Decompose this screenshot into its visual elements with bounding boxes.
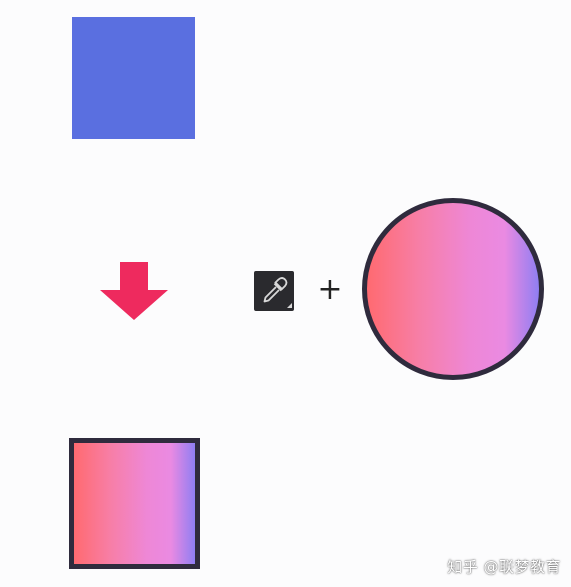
result-gradient-square — [69, 438, 200, 569]
plus-operator: + — [317, 272, 343, 307]
source-blue-square — [72, 17, 195, 139]
arrow-down-icon — [100, 262, 168, 320]
gradient-circle — [362, 198, 544, 380]
eyedropper-icon — [263, 277, 292, 308]
eyedropper-tool-button[interactable] — [254, 271, 294, 311]
watermark: 知乎 @联梦教育 — [447, 558, 561, 576]
